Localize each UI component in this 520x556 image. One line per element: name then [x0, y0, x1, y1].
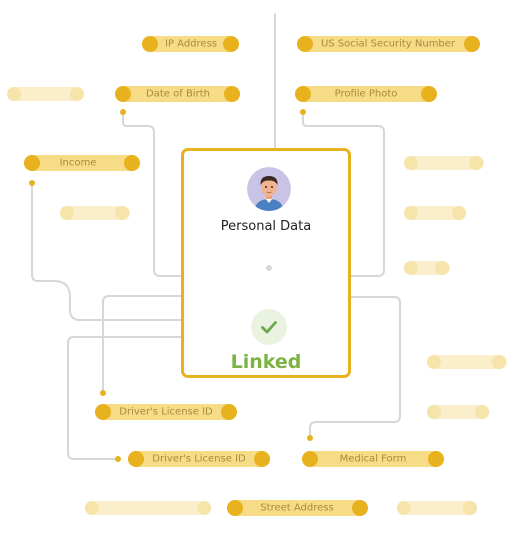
placeholder-pill	[427, 355, 507, 369]
placeholder-pill	[404, 261, 450, 275]
junction-date-of-birth	[120, 109, 126, 115]
placeholder-pill	[397, 501, 477, 515]
placeholder-pill	[85, 501, 211, 515]
placeholder-pill	[404, 206, 466, 220]
check-icon	[251, 309, 287, 345]
field-label-date-of-birth: Date of Birth	[146, 89, 210, 100]
junction-drivers-license-2	[115, 456, 121, 462]
linked-status: Linked	[230, 351, 302, 373]
placeholder-pill	[7, 87, 84, 101]
field-pill-street-address: Street Address	[227, 500, 368, 516]
connector-medical-form	[309, 296, 401, 439]
connector-drivers-license-2	[67, 336, 182, 460]
card-title: Personal Data	[220, 219, 312, 234]
field-label-medical-form: Medical Form	[340, 454, 407, 465]
field-pill-medical-form: Medical Form	[302, 451, 444, 467]
junction-profile-photo	[300, 109, 306, 115]
center-connector-dot	[266, 265, 272, 271]
field-label-income: Income	[60, 158, 97, 169]
field-label-drivers-license-2: Driver's License ID	[152, 454, 246, 465]
field-pill-ip-address: IP Address	[142, 36, 239, 52]
connector-profile-photo	[302, 111, 385, 277]
field-label-street-address: Street Address	[260, 503, 333, 514]
placeholder-pill	[404, 156, 484, 170]
field-pill-ssn: US Social Security Number	[297, 36, 480, 52]
connector-lines	[31, 13, 401, 460]
field-label-drivers-license-1: Driver's License ID	[119, 407, 213, 418]
field-label-ssn: US Social Security Number	[321, 39, 456, 50]
personal-data-card: Personal Data Linked	[181, 148, 351, 378]
placeholder-pills	[7, 87, 507, 515]
field-label-ip-address: IP Address	[165, 39, 217, 50]
placeholder-pill	[60, 206, 130, 220]
field-label-profile-photo: Profile Photo	[335, 89, 398, 100]
field-pill-income: Income	[24, 155, 140, 171]
placeholder-pill	[427, 405, 489, 419]
field-pill-drivers-license-1: Driver's License ID	[95, 404, 237, 420]
connector-income	[31, 182, 182, 321]
field-pill-date-of-birth: Date of Birth	[115, 86, 240, 102]
connector-drivers-license-1	[102, 295, 182, 393]
field-pill-profile-photo: Profile Photo	[295, 86, 437, 102]
field-pill-drivers-license-2: Driver's License ID	[128, 451, 270, 467]
person-avatar-icon	[247, 167, 291, 211]
junction-income	[29, 180, 35, 186]
junction-drivers-license-1	[100, 390, 106, 396]
connector-junctions	[29, 109, 313, 462]
junction-medical-form	[307, 435, 313, 441]
connector-date-of-birth	[122, 111, 182, 277]
